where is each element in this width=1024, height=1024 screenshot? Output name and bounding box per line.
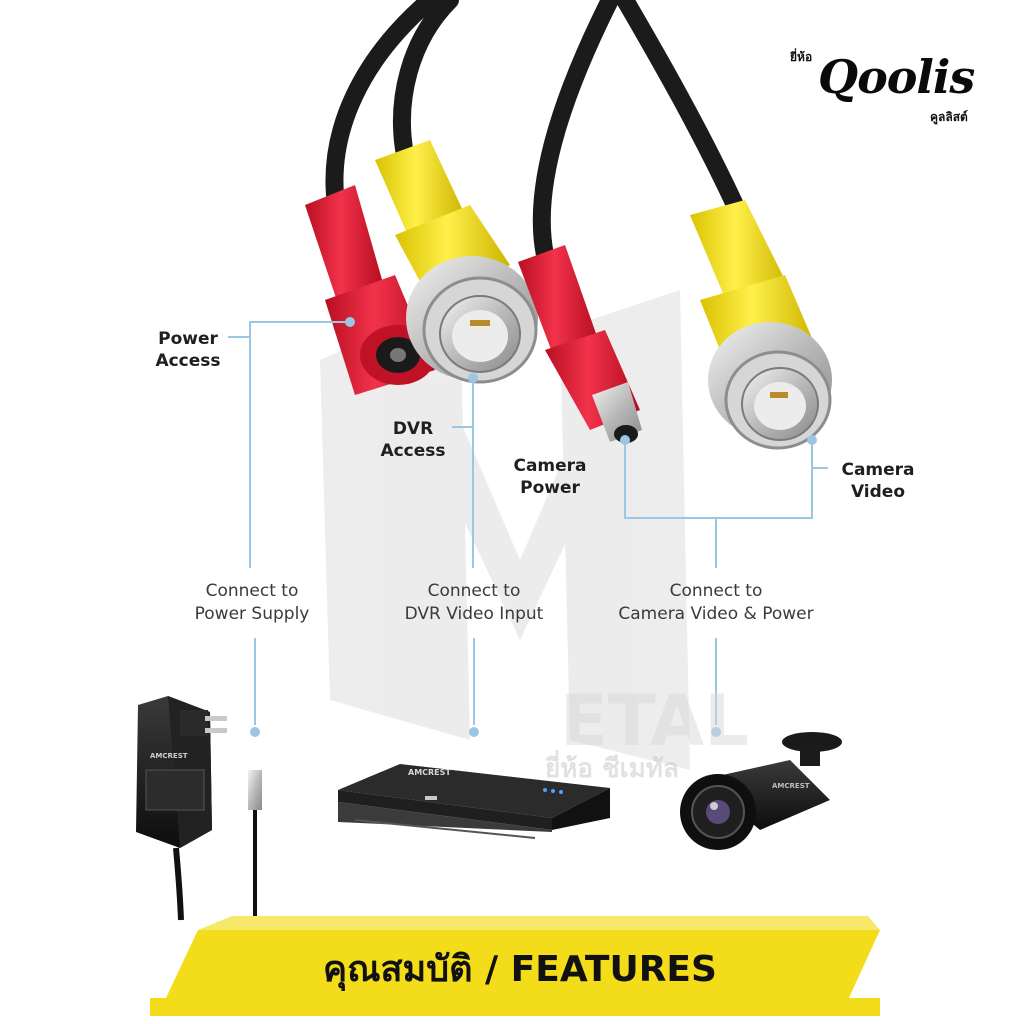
dvr-bnc-plug <box>375 140 538 384</box>
features-banner <box>150 916 880 1016</box>
adapter-brand-label: AMCREST <box>150 752 188 760</box>
connector-lines <box>228 321 828 725</box>
features-banner-title: คุณสมบัติ / FEATURES <box>323 949 717 990</box>
caption-camera: Connect to Camera Video & Power <box>618 581 814 624</box>
caption-power-supply: Connect to Power Supply <box>194 581 310 624</box>
bullet-camera <box>680 732 842 850</box>
caption-dvr-input: Connect to DVR Video Input <box>404 581 544 624</box>
camera-power-plug <box>518 245 642 443</box>
label-camera-video: Camera Video <box>841 460 915 502</box>
cables <box>325 0 744 264</box>
dvr-brand-label: AMCREST <box>408 768 451 777</box>
label-dvr-access: DVR Access <box>380 419 446 461</box>
connector-dots <box>250 317 817 737</box>
camera-video-bnc-plug <box>690 200 832 450</box>
dvr-recorder <box>338 764 610 839</box>
watermark-letters: ETAL <box>560 680 749 762</box>
label-power-access: Power Access <box>155 329 221 371</box>
label-camera-power: Camera Power <box>513 456 587 498</box>
camera-brand-label: AMCREST <box>772 782 810 790</box>
watermark-subtitle: ยี่ห้อ ชีเมทัล <box>545 754 679 784</box>
brand-prefix-th: ยี่ห้อ <box>790 50 813 64</box>
brand-name-th: คูลลิสต์ <box>930 110 968 124</box>
power-adapter <box>136 696 262 921</box>
brand-logo-name: Qoolis <box>818 50 975 104</box>
